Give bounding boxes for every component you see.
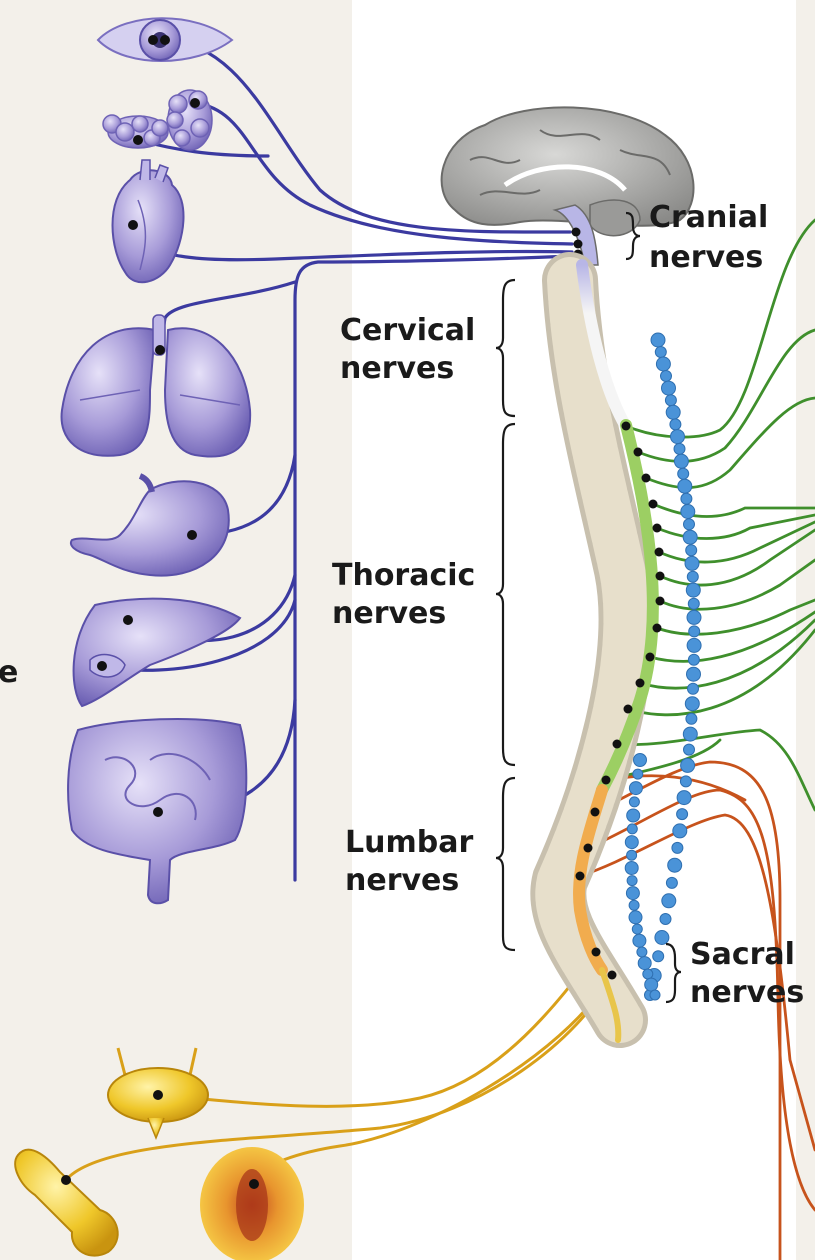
cervical-label-line2: nerves: [340, 350, 475, 388]
chain-ganglion: [677, 791, 691, 805]
chain-ganglion: [627, 809, 640, 822]
sacral-bracket: [666, 944, 681, 1002]
sacral-nerves-label: Sacral nerves: [690, 936, 804, 1012]
chain-ganglion: [627, 824, 637, 834]
chain-ganglion: [689, 626, 700, 637]
cranial-label-line1: Cranial: [649, 198, 768, 238]
chain-ganglion: [683, 727, 697, 741]
chain-ganglion: [687, 610, 701, 624]
chain-ganglion: [681, 493, 692, 504]
chain-ganglion: [681, 505, 695, 519]
chain-ganglion: [633, 769, 643, 779]
chain-ganglion: [632, 924, 642, 934]
spinal-column-icon: [558, 265, 653, 1040]
chain-ganglion: [660, 914, 671, 925]
chain-ganglion: [671, 430, 685, 444]
chain-ganglion: [643, 969, 653, 979]
chain-ganglion: [668, 858, 682, 872]
cranial-nerves-label: Cranial nerves: [649, 198, 768, 278]
chain-ganglion: [684, 744, 695, 755]
thoracic-nerves-label: Thoracic nerves: [332, 557, 475, 633]
chain-ganglion: [674, 454, 688, 468]
vulva-icon: [200, 1147, 304, 1260]
chain-ganglion: [684, 519, 695, 530]
chain-ganglion: [686, 713, 697, 724]
thoracic-bracket: [496, 424, 515, 765]
chain-ganglion: [670, 419, 681, 430]
sacral-label-line2: nerves: [690, 974, 804, 1012]
chain-ganglion: [651, 333, 665, 347]
chain-ganglion: [625, 836, 638, 849]
chain-ganglion: [645, 978, 658, 991]
lumbar-nerves-label: Lumbar nerves: [345, 824, 473, 900]
chain-ganglion: [655, 931, 669, 945]
chain-ganglion: [673, 824, 687, 838]
chain-ganglion: [662, 894, 676, 908]
sacral-label-line1: Sacral: [690, 936, 804, 974]
chain-ganglion: [674, 443, 685, 454]
chain-ganglion: [627, 850, 637, 860]
chain-ganglion: [666, 877, 677, 888]
lumbar-label-line2: nerves: [345, 862, 473, 900]
chain-ganglion: [662, 381, 676, 395]
chain-ganglion: [629, 782, 642, 795]
chain-ganglion: [672, 842, 683, 853]
chain-ganglion: [687, 638, 701, 652]
chain-ganglion: [688, 683, 699, 694]
lumbar-label-line1: Lumbar: [345, 824, 473, 862]
cervical-bracket: [496, 280, 515, 416]
chain-ganglion: [683, 530, 697, 544]
cervical-nerves-label: Cervical nerves: [340, 312, 475, 388]
chain-ganglion: [655, 347, 666, 358]
chain-ganglion: [680, 776, 691, 787]
thoracic-label-line2: nerves: [332, 595, 475, 633]
chain-ganglion: [686, 583, 700, 597]
chain-ganglion: [633, 934, 646, 947]
chain-ganglion: [688, 654, 699, 665]
chain-ganglion: [666, 405, 680, 419]
chain-ganglion: [625, 862, 638, 875]
chain-ganglion: [677, 809, 688, 820]
chain-ganglion: [627, 876, 637, 886]
chain-ganglion: [629, 911, 642, 924]
chain-ganglion: [685, 556, 699, 570]
chain-ganglion: [626, 887, 639, 900]
chain-ganglion: [661, 371, 672, 382]
thoracic-label-line1: Thoracic: [332, 557, 475, 595]
chain-ganglion: [637, 947, 647, 957]
chain-ganglion: [687, 571, 698, 582]
chain-ganglion: [638, 957, 651, 970]
chain-ganglion: [634, 754, 647, 767]
chain-ganglion: [678, 468, 689, 479]
cranial-label-line2: nerves: [649, 238, 768, 278]
lumbar-bracket: [496, 778, 515, 950]
chain-ganglion: [653, 951, 664, 962]
chain-ganglion: [656, 357, 670, 371]
chain-ganglion: [681, 758, 695, 772]
chain-ganglion: [685, 697, 699, 711]
chain-ganglion: [688, 598, 699, 609]
chain-ganglion: [629, 900, 639, 910]
chain-ganglion: [687, 667, 701, 681]
cervical-label-line1: Cervical: [340, 312, 475, 350]
chain-ganglion: [678, 479, 692, 493]
chain-ganglion: [665, 395, 676, 406]
chain-ganglion: [629, 797, 639, 807]
chain-ganglion: [686, 545, 697, 556]
cut-off-text-fragment: e: [0, 655, 18, 690]
chain-ganglion: [650, 990, 660, 1000]
